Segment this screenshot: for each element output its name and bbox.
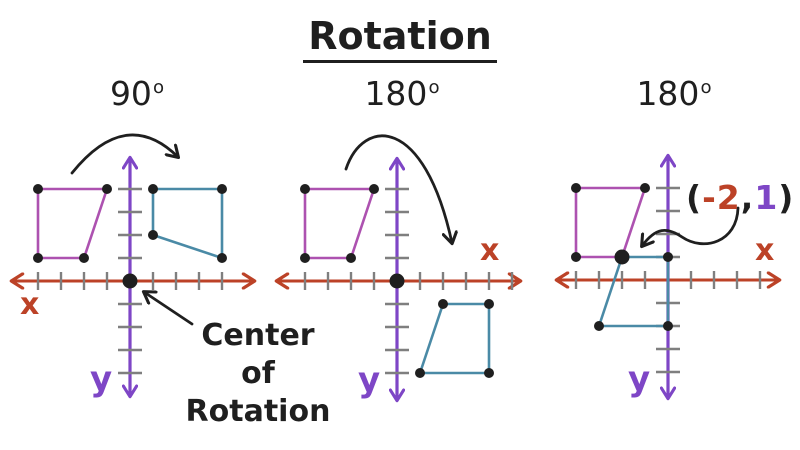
x-axis-letter-d3: x (755, 233, 775, 268)
vertex-dot (571, 183, 581, 193)
center-of-rotation-label: Center of Rotation (166, 317, 350, 431)
vertex-dot (300, 253, 310, 263)
coordinate-pointer-arrow (642, 206, 740, 246)
degree-symbol: o (152, 77, 165, 98)
center-of-rotation-dot (122, 273, 138, 289)
degree-label-90: 90o (57, 74, 217, 113)
page-title-text: Rotation (303, 14, 497, 63)
center-label-line-2: of (241, 356, 275, 391)
image-quadrilateral (597, 255, 670, 328)
vertex-dot (663, 321, 673, 331)
center-of-rotation-arrow (144, 292, 194, 326)
vertex-dot (79, 253, 89, 263)
x-axis-letter-d1: x (20, 287, 40, 322)
vertex-dot (415, 368, 425, 378)
preimage-quadrilateral (303, 187, 376, 260)
center-of-rotation-dot (614, 249, 630, 265)
degree-value: 180 (364, 74, 428, 113)
image-quadrilateral (151, 187, 224, 260)
coord-comma: , (740, 178, 755, 217)
vertex-dot (217, 184, 227, 194)
y-axis-letter-d1: y (90, 359, 113, 399)
coord-y-value: 1 (754, 178, 779, 217)
vertex-dot (217, 253, 227, 263)
degree-value: 90 (109, 74, 152, 113)
coordinate-label: (-2,1) (686, 178, 794, 217)
preimage-quadrilateral (36, 187, 109, 260)
rotation-180-about-point-diagram (557, 156, 779, 398)
vertex-dot (484, 299, 494, 309)
coord-open-paren: ( (686, 178, 703, 217)
vertex-dot (300, 184, 310, 194)
preimage-quadrilateral (574, 186, 647, 259)
vertex-dot (148, 230, 158, 240)
y-axis-letter-d3: y (628, 359, 651, 399)
center-label-line-3: Rotation (185, 394, 331, 429)
rotation-arc-arrow (344, 134, 452, 243)
vertex-dot (102, 184, 112, 194)
degree-label-180-about-point: 180o (594, 74, 754, 113)
rotation-arc-arrow (70, 133, 178, 175)
vertex-dot (640, 183, 650, 193)
degree-symbol: o (700, 77, 712, 98)
vertex-dot (346, 253, 356, 263)
image-quadrilateral (418, 302, 491, 375)
center-of-rotation-dot (389, 273, 405, 289)
vertex-dot (369, 184, 379, 194)
coord-close-paren: ) (778, 178, 795, 217)
vertex-dot (33, 184, 43, 194)
x-axis-letter-d2: x (480, 233, 500, 268)
page-title: Rotation (0, 14, 800, 63)
y-axis-letter-d2: y (358, 360, 381, 400)
degree-value: 180 (636, 74, 700, 113)
vertex-dot (663, 252, 673, 262)
vertex-dot (571, 252, 581, 262)
center-label-line-1: Center (201, 318, 315, 353)
vertex-dot (438, 299, 448, 309)
vertex-dot (33, 253, 43, 263)
degree-label-180: 180o (322, 74, 482, 113)
coord-x-value: -2 (702, 178, 741, 217)
vertex-dot (594, 321, 604, 331)
vertex-dot (484, 368, 494, 378)
rotation-90-diagram (12, 133, 254, 396)
rotation-180-diagram (277, 134, 520, 400)
vertex-dot (148, 184, 158, 194)
degree-symbol: o (428, 77, 440, 98)
